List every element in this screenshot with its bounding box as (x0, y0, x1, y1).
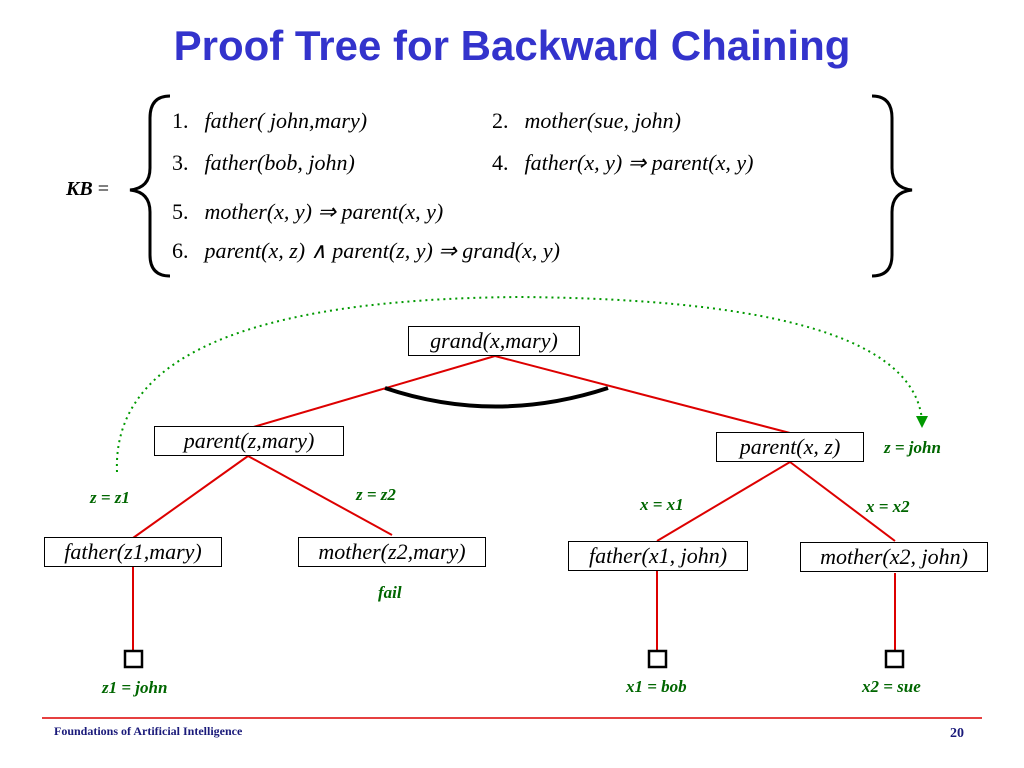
kb-rule-number: 1. (172, 108, 189, 133)
node-rl: father(x1, john) (568, 541, 748, 571)
node-ll: father(z1,mary) (44, 537, 222, 567)
kb-rule-number: 6. (172, 238, 189, 263)
label-z-z1: z = z1 (90, 488, 130, 507)
leaf-square-icon (647, 649, 668, 669)
kb-equals: = (97, 178, 109, 200)
kb-rule-formula: mother(sue, john) (524, 108, 681, 133)
kb-rule: 2. mother(sue, john) (492, 108, 681, 134)
label-x2-sue: x2 = sue (862, 677, 921, 696)
edge-root-right (494, 355, 791, 434)
kb-rule-formula: father( john,mary) (204, 108, 368, 133)
kb-rule-number: 2. (492, 108, 509, 133)
kb-label-text: KB (66, 178, 93, 200)
node-rr: mother(x2, john) (800, 542, 988, 572)
kb-rule-formula: father(x, y) ⇒ parent(x, y) (524, 150, 754, 175)
kb-rule-number: 3. (172, 150, 189, 175)
edge-left-ll (132, 455, 249, 539)
kb-label: KB = (66, 178, 109, 201)
slide-title: Proof Tree for Backward Chaining (173, 22, 851, 69)
edge-right-rl (656, 461, 791, 542)
kb-rule-number: 5. (172, 199, 189, 224)
edge-right-rr (789, 461, 896, 542)
label-z-john: z = john (884, 438, 941, 457)
edge-left-lr (247, 455, 393, 536)
kb-rule: 6. parent(x, z) ∧ parent(z, y) ⇒ grand(x,… (172, 238, 560, 264)
kb-rule-number: 4. (492, 150, 509, 175)
node-root: grand(x,mary) (408, 326, 580, 356)
label-z-z2: z = z2 (356, 485, 396, 504)
edge-root-left (249, 355, 496, 429)
kb-rule: 1. father( john,mary) (172, 108, 367, 134)
and-arc (384, 386, 609, 409)
kb-rule-formula: parent(x, z) ∧ parent(z, y) ⇒ grand(x, y… (204, 238, 560, 263)
page-number: 20 (950, 726, 964, 741)
kb-left-brace (129, 94, 171, 278)
label-fail: fail (378, 583, 402, 602)
label-z1-john: z1 = john (102, 678, 168, 697)
kb-rule: 3. father(bob, john) (172, 150, 355, 176)
kb-rule: 5. mother(x, y) ⇒ parent(x, y) (172, 199, 443, 225)
leaf-square-icon (123, 649, 144, 669)
node-right-parent: parent(x, z) (716, 432, 864, 462)
label-x-x2: x = x2 (866, 497, 910, 516)
dotted-arc-arrowhead (916, 416, 928, 428)
footer-text: Foundations of Artificial Intelligence (54, 724, 243, 738)
label-x-x1: x = x1 (640, 495, 684, 514)
kb-rule-formula: mother(x, y) ⇒ parent(x, y) (204, 199, 444, 224)
kb-rule: 4. father(x, y) ⇒ parent(x, y) (492, 150, 753, 176)
kb-rule-formula: father(bob, john) (204, 150, 355, 175)
label-x1-bob: x1 = bob (626, 677, 687, 696)
kb-right-brace (871, 94, 913, 278)
node-left-parent: parent(z,mary) (154, 426, 344, 456)
leaf-square-icon (884, 649, 905, 669)
node-lr: mother(z2,mary) (298, 537, 486, 567)
